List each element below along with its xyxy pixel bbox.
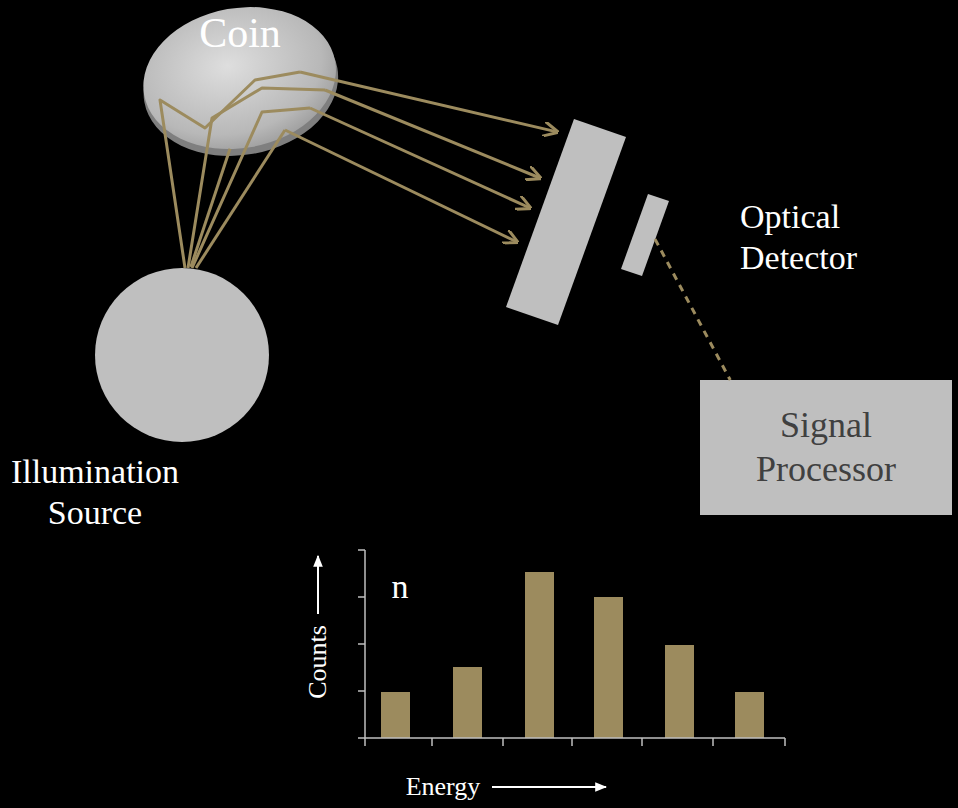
histogram-bar <box>665 645 694 738</box>
illumination-source-outline <box>94 267 270 443</box>
illumination-source: Illumination Source <box>94 267 270 443</box>
source-label: Illumination Source <box>5 452 185 534</box>
reflected-ray <box>310 108 530 208</box>
detector-label: Optical Detector <box>740 197 920 279</box>
bar-chart <box>318 550 785 787</box>
coin-face <box>132 0 347 164</box>
text-fragment: n <box>392 568 409 605</box>
histogram-bar <box>594 597 623 738</box>
axis-line <box>365 550 785 738</box>
axis-arrow <box>317 556 319 614</box>
reflected-ray <box>285 130 517 242</box>
light-ray <box>196 130 285 268</box>
histogram-bar <box>453 667 482 738</box>
axis-ticks <box>365 738 785 746</box>
histogram-bar <box>735 692 764 738</box>
histogram-bar <box>525 572 554 738</box>
optical-detector-outline <box>500 105 670 335</box>
reflected-ray <box>325 90 540 178</box>
source-disc <box>95 268 269 442</box>
detector-sensor <box>621 194 669 276</box>
chart-bars <box>381 572 764 738</box>
coin-label: Coin <box>140 8 340 58</box>
light-ray <box>188 88 325 268</box>
histogram-bar <box>381 692 410 738</box>
signal-processor-box: Signal Processor <box>700 380 952 515</box>
light-ray <box>160 72 300 268</box>
reflected-ray-arrow <box>300 72 557 132</box>
chart-axes <box>358 550 785 746</box>
processor-label: Signal Processor <box>712 404 940 490</box>
axis-title: Energy <box>406 773 481 802</box>
axis-arrow <box>492 786 606 788</box>
light-ray <box>192 108 310 268</box>
light-ray-connector <box>191 149 230 267</box>
axis-ticks <box>358 550 365 738</box>
detector-plate <box>506 119 626 325</box>
axis-title: Counts <box>304 625 333 699</box>
coin-shape: Coin <box>140 0 340 160</box>
signal-wire <box>655 239 730 380</box>
optical-detector: Optical Detector <box>500 105 670 335</box>
